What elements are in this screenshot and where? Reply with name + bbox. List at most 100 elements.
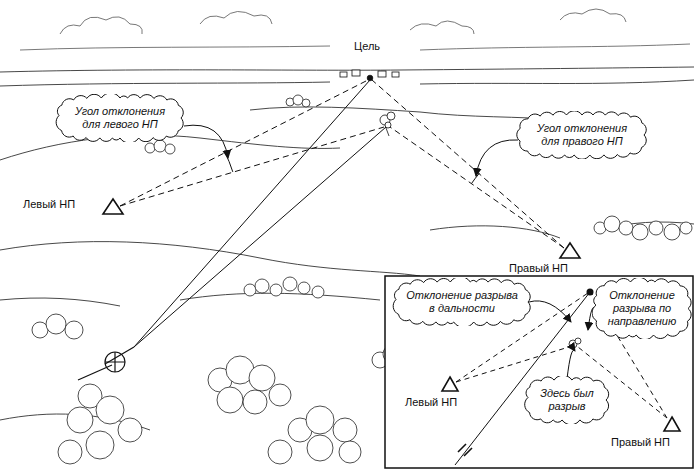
callout-text: Угол отклонения для правого НП: [530, 122, 634, 148]
tree-clumps: [619, 221, 633, 235]
cannon: [105, 352, 125, 372]
angle-arcs: [472, 173, 480, 183]
target-village: [352, 70, 360, 76]
post-label: Левый НП: [22, 198, 76, 211]
burst: [380, 112, 395, 136]
tree-clumps: [269, 384, 291, 406]
callout-text: Угол отклонения для левого НП: [69, 105, 171, 131]
target-village: [378, 71, 386, 77]
tree-clumps: [244, 284, 256, 296]
tree-clumps: [58, 440, 82, 464]
post-label: Правый НП: [610, 436, 671, 449]
observation-lines: [372, 80, 564, 248]
terrain: [420, 80, 694, 84]
cloud-outline: [592, 278, 691, 339]
tree-clumps: [249, 365, 275, 391]
terrain: [0, 242, 420, 276]
inset-panel: [664, 417, 680, 431]
target-village: [392, 72, 399, 77]
tree-clumps: [298, 282, 310, 294]
cannon: [78, 365, 112, 380]
tree-clumps: [46, 314, 66, 334]
tree-clumps: [270, 284, 282, 296]
observation-posts: [103, 199, 123, 214]
post-label: Правый НП: [508, 262, 569, 275]
tree-clumps: [333, 418, 357, 442]
tree-clumps: [154, 140, 166, 152]
target-village: [340, 72, 347, 77]
sky-clouds: [200, 11, 272, 24]
sky-clouds: [420, 44, 690, 50]
gun-lines: [134, 127, 386, 347]
tree-clumps: [312, 286, 324, 298]
inset-panel: [385, 276, 693, 468]
callout-text: Отклонение разрыва по направлению: [606, 289, 678, 328]
cloud-outline: [393, 278, 530, 326]
callout-text: Здесь был разрыв: [538, 387, 596, 413]
inset-panel: [575, 338, 581, 344]
callout-text: Отклонение разрыва в дальности: [406, 289, 518, 315]
target-village: [367, 75, 373, 81]
post-label: Левый НП: [404, 396, 458, 409]
sky-clouds: [60, 17, 142, 34]
tree-clumps: [32, 322, 48, 338]
tree-clumps: [217, 387, 243, 413]
tree-clumps: [283, 277, 297, 291]
tree-clumps: [96, 396, 124, 424]
callout-leaders: [184, 125, 518, 176]
tree-clumps: [243, 390, 267, 414]
terrain: [0, 82, 330, 86]
tree-clumps: [632, 224, 648, 240]
terrain: [0, 298, 120, 306]
tree-clumps: [268, 440, 292, 464]
angle-arcs: [225, 152, 480, 184]
cloud-outline: [56, 94, 183, 142]
observation-posts: [560, 243, 580, 258]
tree-clumps: [67, 407, 93, 433]
tree-clumps: [86, 431, 114, 459]
tree-clumps: [165, 144, 175, 154]
tree-clumps: [255, 279, 269, 293]
callout-leader: [567, 350, 575, 379]
tree-clumps: [604, 216, 620, 232]
callout-cloud: Отклонение разрыва по направлению: [592, 278, 692, 339]
sky-clouds: [560, 9, 626, 22]
sky-clouds: [410, 21, 474, 34]
sky-clouds: [20, 46, 330, 50]
tree-clumps: [680, 222, 692, 234]
cannon: [78, 347, 134, 380]
tree-clumps: [306, 406, 334, 434]
callout-cloud: Угол отклонения для левого НП: [55, 94, 185, 142]
tree-clumps: [118, 418, 142, 442]
inset-panel: [458, 444, 472, 456]
inset-panel: [569, 338, 581, 348]
observation-lines: [120, 80, 564, 248]
callout-leaders: [476, 140, 518, 176]
cloud-outline: [525, 376, 609, 424]
burst: [386, 128, 389, 136]
cloud-outline: [517, 111, 646, 159]
callout-leaders: [184, 125, 228, 158]
angle-arcs: [225, 152, 233, 172]
tree-clumps: [339, 441, 361, 463]
callout-cloud: Здесь был разрыв: [524, 376, 610, 424]
tree-clumps: [293, 95, 303, 105]
callout-cloud: Отклонение разрыва в дальности: [392, 278, 532, 326]
inset-panel: [587, 289, 594, 296]
callout-leader: [529, 301, 571, 322]
inset-panel: [385, 276, 693, 468]
inset-panel: [442, 377, 458, 391]
burst: [387, 112, 395, 120]
tree-clumps: [145, 143, 155, 153]
tree-clumps: [307, 435, 333, 461]
tree-clumps: [65, 321, 83, 339]
terrain: [0, 135, 340, 160]
inset-panel: [456, 346, 572, 382]
target-village: [340, 70, 399, 81]
cannon: [105, 352, 125, 372]
observation-posts: [103, 199, 580, 258]
tree-clumps: [664, 224, 680, 240]
tree-clumps: [302, 99, 310, 107]
terrain: [0, 67, 694, 72]
